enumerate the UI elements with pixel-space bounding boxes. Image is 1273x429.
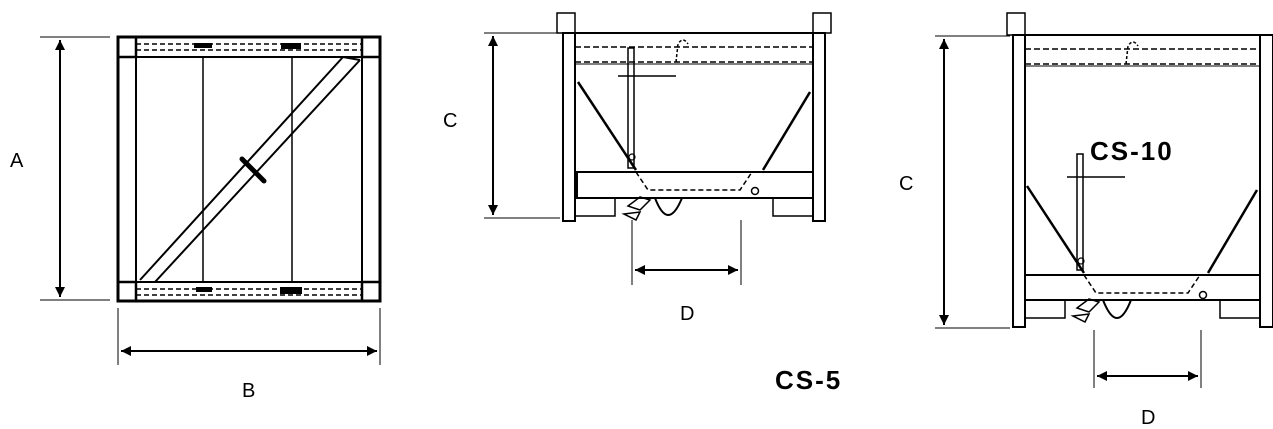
model-label-cs5: CS-5	[775, 365, 842, 395]
dimension-a	[40, 36, 110, 301]
label-b: B	[242, 380, 255, 402]
label-c-small: C	[443, 110, 457, 132]
top-view-frame	[116, 35, 382, 303]
dimension-d-small	[631, 220, 742, 285]
label-c-large: C	[899, 173, 913, 195]
label-a: A	[10, 150, 24, 172]
dimension-c-small	[484, 32, 560, 219]
dimension-b	[117, 308, 381, 365]
label-d-small: D	[680, 303, 694, 325]
model-label-cs10: CS-10	[1090, 136, 1174, 166]
dimension-d-large	[1093, 330, 1202, 388]
cs10-side-view	[1006, 12, 1273, 328]
label-d-large: D	[1141, 407, 1155, 429]
dimension-c-large	[935, 35, 1010, 329]
cs5-side-view	[556, 12, 832, 222]
